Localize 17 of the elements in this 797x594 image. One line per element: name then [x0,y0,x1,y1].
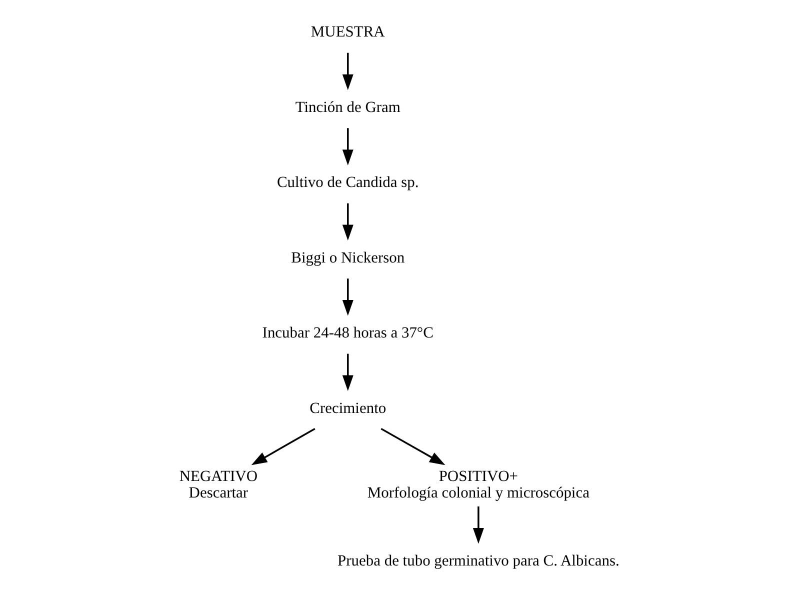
node-text: MUESTRA [310,24,385,41]
arrow [472,506,484,544]
node-text: Cultivo de Candida sp. [276,174,419,192]
arrow [251,428,316,466]
arrow [380,428,446,466]
arrow [342,203,354,241]
arrow [342,128,354,166]
node-text: NEGATIVO Descartar [179,468,258,502]
node-text: POSITIVO+ Morfología colonial y microscópica [367,468,590,502]
node-text: Biggi o Nickerson [291,249,405,266]
node-text: Prueba de tubo germinativo para C. Albicans. [338,552,620,570]
node-text: Incubar 24-48 horas a 37°C [262,324,434,342]
arrow [342,354,354,391]
node-text: Tinción de Gram [295,98,400,116]
node-text: Crecimiento [310,400,386,417]
arrow [342,278,354,316]
arrow [342,52,354,90]
